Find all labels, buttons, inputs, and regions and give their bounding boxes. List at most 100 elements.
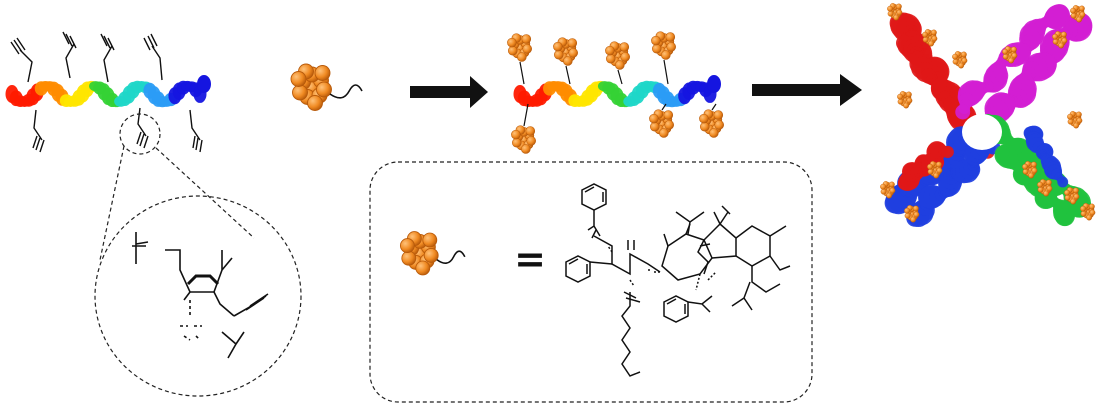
- payload-sphere: [508, 45, 518, 56]
- linker-tail: [436, 250, 466, 264]
- assembly-arm-segment: [995, 145, 1010, 159]
- payload-sphere: [1064, 194, 1071, 201]
- assembly-center-hole: [962, 114, 1002, 150]
- helix-segment: [707, 75, 721, 93]
- payload-sphere: [649, 113, 659, 124]
- payload-sphere: [423, 247, 439, 263]
- payload-sphere: [314, 65, 331, 81]
- payload-sphere: [910, 216, 917, 223]
- linker: [661, 103, 667, 111]
- payload-sphere: [895, 3, 902, 10]
- payload-sphere: [663, 110, 674, 120]
- payload-sphere: [661, 50, 671, 60]
- payload-sphere: [699, 113, 709, 124]
- payload-sphere: [1030, 161, 1037, 168]
- payload-sphere: [713, 110, 724, 120]
- payload-sphere: [922, 31, 928, 38]
- payload-sphere: [526, 136, 536, 146]
- payload-sphere: [709, 128, 719, 138]
- payload-sphere: [928, 40, 935, 47]
- payload-sphere: [1070, 12, 1077, 19]
- payload-sphere: [1058, 42, 1065, 49]
- payload-sphere: [1011, 52, 1018, 59]
- payload-sphere: [1037, 181, 1043, 188]
- payload-sphere: [605, 45, 615, 56]
- payload-sphere: [888, 181, 895, 188]
- assembly-arm-segment: [1057, 176, 1069, 188]
- payload-sphere: [897, 98, 904, 105]
- payload-sphere: [889, 187, 896, 194]
- payload-sphere: [659, 128, 669, 138]
- payload-sphere: [903, 102, 910, 109]
- payload-sphere: [507, 37, 517, 48]
- assembly-arm-segment: [941, 145, 954, 159]
- payload-sphere: [958, 62, 965, 69]
- payload-sphere: [290, 71, 307, 87]
- payload-sphere: [904, 207, 910, 214]
- payload-sphere: [935, 161, 942, 168]
- payload-sphere: [521, 144, 531, 154]
- payload-sphere: [1089, 209, 1096, 216]
- payload-sphere: [1067, 113, 1073, 120]
- payload-sphere: [905, 91, 912, 98]
- zoom-detail-circle: [94, 195, 302, 397]
- payload-sphere: [651, 35, 661, 46]
- alkyne-sidechains: [10, 31, 203, 153]
- payload-sphere: [960, 51, 967, 58]
- payload-sphere: [1022, 163, 1028, 170]
- payload-sphere: [927, 168, 934, 175]
- helix-segment: [197, 75, 211, 93]
- payload-sphere: [619, 42, 630, 52]
- payload-sphere: [1076, 16, 1083, 23]
- payload-sphere: [568, 48, 578, 58]
- payload-sphere: [1008, 57, 1015, 64]
- payload-sphere: [931, 35, 938, 42]
- payload-sphere: [606, 53, 616, 64]
- payload-sphere: [620, 52, 630, 62]
- payload-sphere: [567, 38, 578, 48]
- payload-sphere: [1086, 214, 1093, 221]
- linker: [617, 69, 623, 85]
- payload-sphere: [316, 81, 332, 98]
- payload-sphere: [897, 93, 903, 100]
- payload-sphere: [1088, 203, 1095, 210]
- payload-sphere: [399, 238, 415, 254]
- payload-sphere: [650, 121, 660, 132]
- payload-sphere: [893, 14, 900, 21]
- helix-ribbon: [5, 75, 211, 108]
- payload-sphere: [652, 43, 662, 54]
- payload-sphere: [1075, 111, 1082, 118]
- payload-sphere: [1022, 168, 1029, 175]
- payload-sphere: [665, 32, 676, 42]
- payload-sphere: [714, 120, 724, 130]
- drug-skeletal-structure: [565, 183, 791, 377]
- payload-sphere: [1045, 179, 1052, 186]
- payload-sphere: [307, 95, 323, 111]
- payload-clusters: [507, 31, 724, 154]
- payload-sphere: [912, 205, 919, 212]
- payload-sphere: [906, 97, 913, 104]
- payload-sphere: [292, 84, 308, 101]
- payload-sphere: [1070, 198, 1077, 205]
- drug-payload: [290, 63, 363, 111]
- payload-sphere: [1080, 205, 1086, 212]
- helix-with-alkynes: [5, 31, 211, 153]
- payload-sphere: [700, 121, 710, 132]
- payload-sphere: [936, 167, 943, 174]
- payload-sphere: [1031, 167, 1038, 174]
- payload-sphere: [525, 126, 536, 136]
- linker: [711, 103, 717, 111]
- payload-sphere: [512, 137, 522, 148]
- payload-sphere: [1078, 5, 1085, 12]
- conjugated-helix: [507, 31, 724, 154]
- payload-sphere: [563, 56, 573, 66]
- payload-sphere: [886, 192, 893, 199]
- payload-sphere: [913, 211, 920, 218]
- payload-sphere: [1037, 186, 1044, 193]
- payload-sphere: [1067, 118, 1074, 125]
- payload-sphere: [1076, 117, 1083, 124]
- assembled-cross: [880, 3, 1096, 228]
- payload-sphere: [927, 163, 933, 170]
- payload-sphere: [1010, 46, 1017, 53]
